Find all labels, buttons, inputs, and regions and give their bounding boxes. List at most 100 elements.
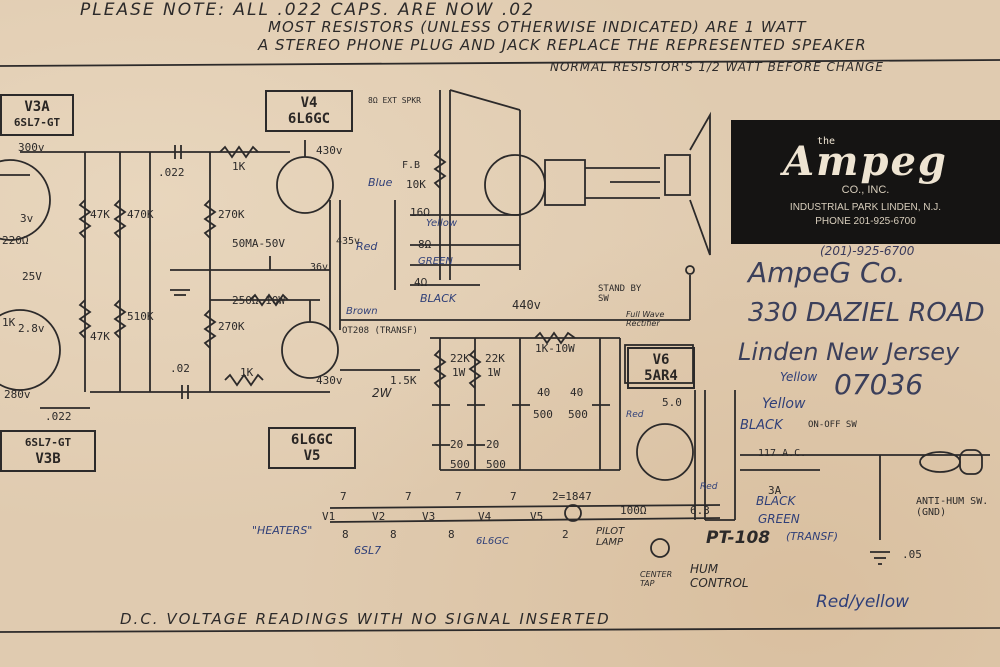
pin-2b: 2 xyxy=(562,528,569,541)
label-r22k-b: 22K xyxy=(485,352,505,365)
label-v430-bot: 430v xyxy=(316,374,343,387)
label-r270k-a: 270K xyxy=(218,208,245,221)
label-v36: 36v xyxy=(310,262,329,273)
label-onoff: ON-OFF SW xyxy=(808,420,857,430)
wire-brown: Brown xyxy=(346,306,378,317)
wire-black: BLACK xyxy=(420,292,457,305)
note-line-3: A STEREO PHONE PLUG AND JACK REPLACE THE… xyxy=(258,36,867,54)
label-c40a-v: 500 xyxy=(533,408,553,421)
address-line-1: AmpeG Co. xyxy=(748,256,906,289)
label-r220: 220Ω xyxy=(2,234,29,247)
note-line-4: NORMAL RESISTOR'S 1/2 WATT BEFORE CHANGE xyxy=(550,60,884,74)
label-v435: 435v xyxy=(336,236,361,247)
wire-yellow-r: Yellow xyxy=(780,370,818,384)
address-line-2: 330 DAZIEL ROAD xyxy=(748,298,985,328)
pin-7b: 7 xyxy=(405,490,412,503)
label-c02: .02 xyxy=(170,362,190,375)
label-fuse: 3A xyxy=(768,484,782,497)
label-v25: 25V xyxy=(22,270,42,283)
tube-id: V6 xyxy=(652,352,670,368)
pin-7d: 7 xyxy=(510,490,517,503)
label-v300: 300v xyxy=(18,141,45,154)
tube-type: 6SL7-GT xyxy=(13,116,61,129)
label-v280: 280v xyxy=(4,388,31,401)
label-r1k-top: 1K xyxy=(232,160,246,173)
label-ac117: 117 A.C. xyxy=(758,448,807,459)
tube-id: V3A xyxy=(24,99,50,115)
wire-blue: Blue xyxy=(368,176,393,189)
tube-type: 6L6GC xyxy=(287,111,331,127)
heater-v4: V4 xyxy=(478,510,492,523)
label-pt108: PT-108 xyxy=(706,528,771,548)
label-r47k: 47K xyxy=(90,208,110,221)
label-r1k10w: 1K-10W xyxy=(535,342,575,355)
tube-label-v3b: 6SL7-GT V3B xyxy=(0,430,96,472)
label-heater-note: 6SL7 xyxy=(354,544,382,557)
label-r8: 8Ω xyxy=(418,238,432,251)
wire-yellow-r2: Yellow xyxy=(762,396,806,412)
label-heaters: "HEATERS" xyxy=(252,524,313,537)
logo-brand: Ampeg xyxy=(783,138,948,185)
label-r510k: 510K xyxy=(127,310,154,323)
label-r15k: 1.5K xyxy=(390,374,417,387)
label-heater-note2: 6L6GC xyxy=(476,536,510,547)
tube-label-v5: 6L6GC V5 xyxy=(268,427,356,469)
logo-phone: PHONE 201-925-6700 xyxy=(815,216,916,227)
address-line-3: Linden New Jersey xyxy=(738,338,960,366)
note-line-1: PLEASE NOTE: ALL .022 CAPS. ARE NOW .02 xyxy=(80,0,535,20)
wire-black-r: BLACK xyxy=(740,418,783,433)
wire-red-small2: Red xyxy=(700,482,718,492)
label-r16: 16Ω xyxy=(410,206,430,219)
label-r470k: 470K xyxy=(127,208,154,221)
label-v63: 6.3 xyxy=(690,504,710,517)
label-v28: 2.8v xyxy=(18,322,45,335)
tube-label-v3a: V3A 6SL7-GT xyxy=(0,94,74,136)
label-ot: OT208 (TRANSF) xyxy=(342,326,418,336)
logo-the: the xyxy=(817,136,836,147)
label-center-tap: CENTER TAP xyxy=(640,570,673,588)
label-v440: 440v xyxy=(512,298,541,312)
wire-red: Red xyxy=(356,240,378,253)
wire-red-yellow: Red/yellow xyxy=(816,592,910,612)
wire-red-small: Red xyxy=(626,410,644,420)
label-antihum: ANTI-HUM SW. (GND) xyxy=(916,496,989,518)
tube-id: V5 xyxy=(303,448,321,464)
logo-address: INDUSTRIAL PARK LINDEN, N.J. xyxy=(789,202,942,213)
label-c022-top: .022 xyxy=(158,166,185,179)
heater-v2: V2 xyxy=(372,510,386,523)
wire-black-pt: BLACK xyxy=(756,494,796,508)
label-standby: STAND BY SW xyxy=(598,284,642,304)
wire-green: GREEN xyxy=(418,256,453,267)
label-ext-spkr: 8Ω EXT SPKR xyxy=(368,96,421,105)
label-fb-r: 10K xyxy=(406,178,426,191)
pin-2: 2=1847 xyxy=(552,490,592,503)
tube-label-v6: V6 5AR4 xyxy=(627,347,695,389)
label-c20a-v: 500 xyxy=(450,458,470,471)
note-line-2: MOST RESISTORS (UNLESS OTHERWISE INDICAT… xyxy=(268,18,807,36)
label-r22k-a-w: 1W xyxy=(452,366,466,379)
label-r1k-left: 1K xyxy=(2,316,16,329)
label-fullwave: Full Wave Rectifier xyxy=(626,310,665,328)
logo-co: CO., INC. xyxy=(841,184,890,196)
heater-v1: V1 xyxy=(322,510,336,523)
tube-type: 5AR4 xyxy=(644,368,678,384)
label-c20a: 20 xyxy=(450,438,464,451)
label-fb: F.B xyxy=(402,160,421,171)
label-c05: .05 xyxy=(902,548,922,561)
label-r4: 4Ω xyxy=(414,276,428,289)
label-r47k-v: 47K xyxy=(90,330,110,343)
heater-v3: V3 xyxy=(422,510,436,523)
address-phone: (201)-925-6700 xyxy=(820,244,915,258)
pin-8b: 8 xyxy=(390,528,397,541)
label-c022-bottom: .022 xyxy=(45,410,72,423)
label-c20b-v: 500 xyxy=(486,458,506,471)
tube-label-v4: V4 6L6GC xyxy=(265,90,353,132)
tube-id: V3B xyxy=(35,451,61,467)
label-c40b: 40 xyxy=(570,386,584,399)
tube-type: 6L6GC xyxy=(290,432,334,448)
label-v3: 3v xyxy=(20,212,34,225)
footer-note: D.C. VOLTAGE READINGS WITH NO SIGNAL INS… xyxy=(120,610,611,628)
wire-yellow: Yellow xyxy=(426,218,458,229)
tube-type: 6SL7-GT xyxy=(24,436,72,449)
label-c40b-v: 500 xyxy=(568,408,588,421)
